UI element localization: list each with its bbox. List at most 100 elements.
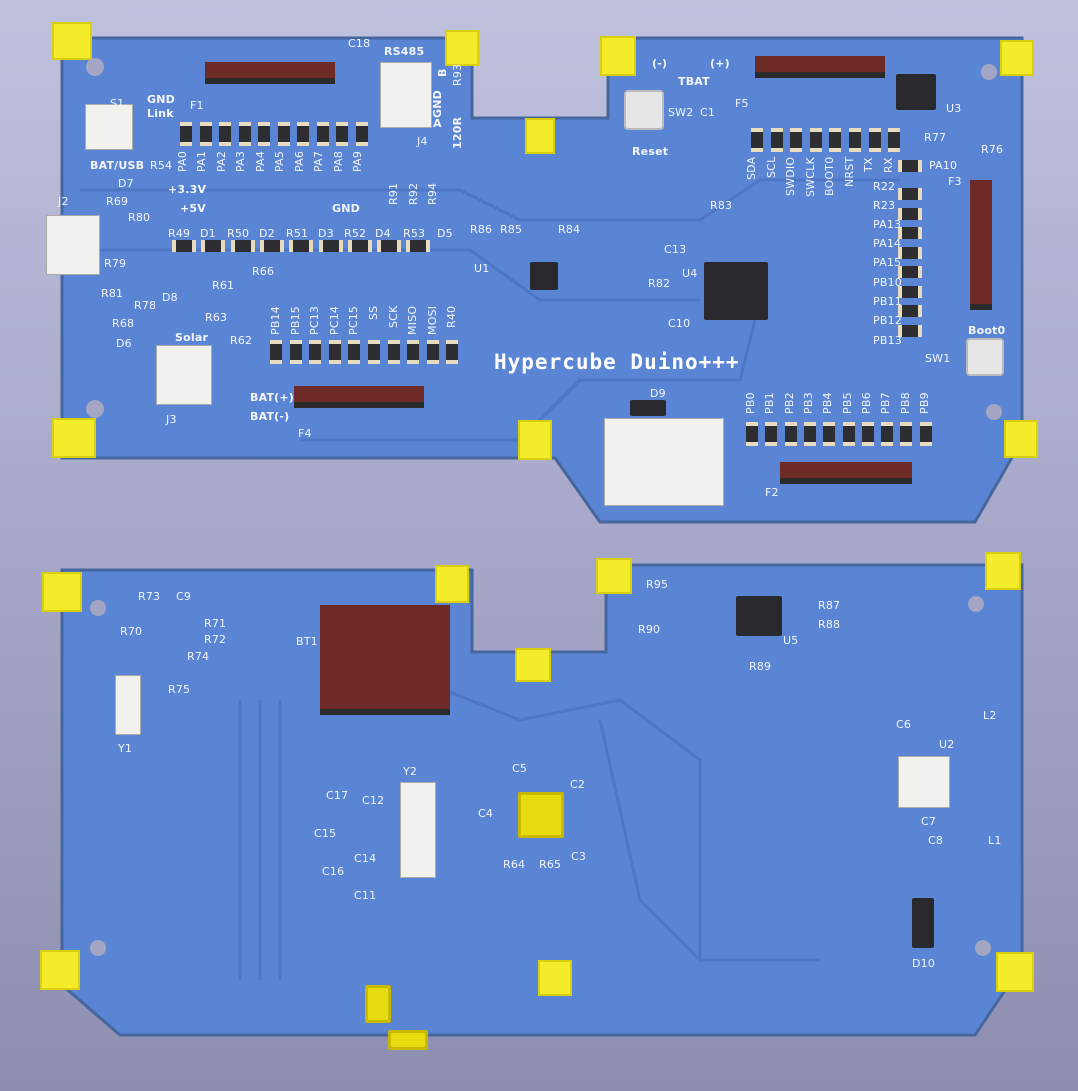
top-silk-r80: R80 (128, 211, 151, 224)
mounting-hole (986, 404, 1002, 420)
bottom-silk-r74: R74 (187, 650, 210, 663)
top-silk-f4: F4 (298, 427, 312, 440)
mounting-hole (968, 596, 984, 612)
dc-jack (604, 418, 724, 506)
smd-component (328, 340, 341, 364)
smd-component (868, 128, 881, 152)
mounting-clip (538, 960, 572, 996)
smd-component (898, 324, 922, 337)
top-silk-j2: J2 (58, 195, 69, 208)
top-silk-pa0: PA0 (176, 150, 189, 172)
top-silk-d7: D7 (118, 177, 134, 190)
top-silk-pb3: PB3 (802, 392, 815, 414)
top-silk-j4: J4 (417, 135, 428, 148)
mounting-hole (975, 940, 991, 956)
top-silk-gnd: GND (332, 202, 360, 215)
smd-component (259, 240, 284, 252)
jumper-pad (388, 1030, 428, 1050)
mounting-clip (515, 648, 551, 682)
top-silk-pa4: PA4 (254, 150, 267, 172)
smd-component (270, 340, 282, 364)
top-silk-pc15: PC15 (347, 305, 360, 335)
bottom-silk-r70: R70 (120, 625, 143, 638)
smd-component (809, 128, 822, 152)
bottom-silk-r64: R64 (503, 858, 526, 871)
solar-header-j3 (156, 345, 212, 405)
top-silk-pa15: PA15 (873, 256, 902, 269)
top-silk-mosi: MOSI (426, 305, 439, 335)
top-silk-link: Link (147, 107, 174, 120)
top-silk-d1: D1 (200, 227, 216, 240)
smd-component (180, 122, 192, 146)
smd-component (898, 188, 922, 200)
regulator-u2 (898, 756, 950, 808)
bottom-silk-c8: C8 (928, 834, 944, 847)
smd-component (377, 240, 402, 252)
top-silk-r92: R92 (407, 182, 420, 205)
top-silk-nrst: NRST (843, 156, 856, 187)
bottom-silk-c15: C15 (314, 827, 337, 840)
top-silk-pa7: PA7 (312, 150, 325, 172)
diode-d10 (912, 898, 934, 948)
top-silk-pb5: PB5 (841, 392, 854, 414)
top-silk-sck: SCK (387, 305, 400, 328)
top-silk-u1: U1 (474, 262, 490, 275)
smd-component (881, 422, 894, 446)
smd-component (199, 122, 212, 146)
bottom-silk-c2: C2 (570, 778, 586, 791)
top-silk-f5: F5 (735, 97, 749, 110)
smd-component (318, 240, 343, 252)
bottom-silk-c3: C3 (571, 850, 587, 863)
fpc-connector-f2 (780, 462, 912, 484)
bottom-silk-r71: R71 (204, 617, 227, 630)
smd-component (898, 266, 922, 278)
top-silk-r79: R79 (104, 257, 127, 270)
crystal-y1 (115, 675, 141, 735)
smd-component (803, 422, 816, 446)
top-silk-pb0: PB0 (744, 392, 757, 414)
top-silk-boot0: BOOT0 (823, 156, 836, 196)
top-silk-pa3: PA3 (234, 150, 247, 172)
bottom-silk-c11: C11 (354, 889, 377, 902)
smd-component (426, 340, 439, 364)
top-silk-pa5: PA5 (273, 150, 286, 172)
bottom-silk-r95: R95 (646, 578, 669, 591)
coin-cell-bt1 (320, 605, 450, 715)
top-silk-bat: BAT(+) (250, 391, 295, 404)
smd-component (348, 340, 361, 364)
top-silk-pa2: PA2 (215, 150, 228, 172)
top-silk-rs485: RS485 (384, 45, 425, 58)
top-silk-r40: R40 (445, 305, 458, 328)
bottom-silk-l1: L1 (988, 834, 1002, 847)
bottom-silk-c16: C16 (322, 865, 345, 878)
smd-component (898, 246, 922, 259)
smd-component (316, 122, 329, 146)
top-silk-d6: D6 (116, 337, 132, 350)
smd-component (898, 160, 922, 172)
mounting-clip (596, 558, 632, 594)
bottom-silk-bt1: BT1 (296, 635, 318, 648)
bottom-silk-c7: C7 (921, 815, 937, 828)
bottom-silk-y1: Y1 (118, 742, 133, 755)
top-silk-a: A (433, 117, 442, 130)
top-silk-f2: F2 (765, 486, 779, 499)
top-silk-r68: R68 (112, 317, 135, 330)
top-silk-s1: S1 (110, 97, 125, 110)
mounting-clip (1000, 40, 1034, 76)
top-silk-sw1: SW1 (925, 352, 951, 365)
smd-component (277, 122, 290, 146)
top-silk-r61: R61 (212, 279, 235, 292)
mounting-clip (600, 36, 636, 76)
smd-component (898, 305, 922, 317)
top-silk-d9: D9 (650, 387, 666, 400)
bottom-silk-u5: U5 (783, 634, 799, 647)
fpc-connector-f1 (205, 62, 335, 84)
top-silk-r54: R54 (150, 159, 173, 172)
smd-component (407, 340, 420, 364)
crystal-y2 (400, 782, 436, 878)
top-silk-pa14: PA14 (873, 237, 902, 250)
bottom-silk-r72: R72 (204, 633, 227, 646)
top-silk-swclk: SWCLK (804, 157, 817, 197)
smd-component (898, 285, 922, 298)
fpc-connector-f3 (970, 180, 992, 310)
